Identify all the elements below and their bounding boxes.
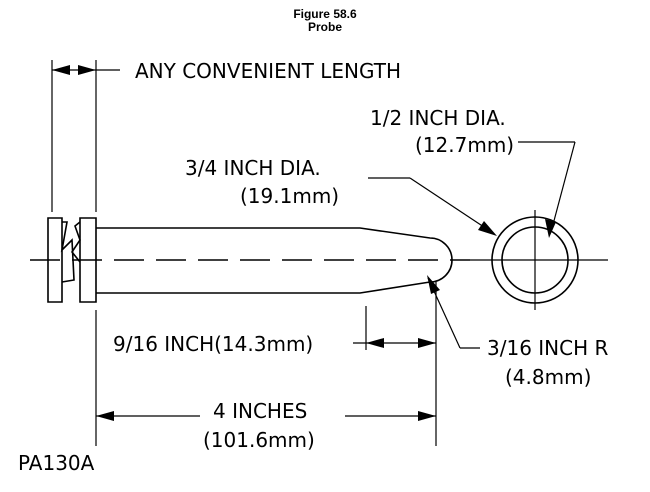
- overall-length-metric: (101.6mm): [203, 428, 315, 452]
- taper-length-dimension: [353, 282, 437, 446]
- tip-radius-label: 3/16 INCH R: [487, 336, 608, 360]
- shaft-dia-leader: [368, 177, 497, 236]
- tip-radius-metric: (4.8mm): [505, 365, 591, 389]
- figure-name: Probe: [307, 20, 342, 34]
- probe-body: [96, 227, 453, 294]
- bore-dia-leader: [518, 141, 576, 238]
- overall-length-label: 4 INCHES: [213, 399, 307, 423]
- figure-number: Figure 58.6: [293, 7, 357, 21]
- shaft-dia-metric: (19.1mm): [240, 184, 339, 208]
- end-view: [470, 210, 608, 310]
- handle-length-dimension: [51, 60, 120, 212]
- tip-radius-leader: [427, 275, 480, 349]
- handle-length-label: ANY CONVENIENT LENGTH: [135, 59, 401, 83]
- drawing-id: PA130A: [18, 451, 95, 475]
- bore-dia-metric: (12.7mm): [415, 133, 514, 157]
- handle-break: [47, 217, 97, 303]
- bore-dia-label: 1/2 INCH DIA.: [370, 106, 506, 130]
- taper-length-label: 9/16 INCH(14.3mm): [113, 332, 313, 356]
- overall-length-dimension: [95, 310, 436, 446]
- shaft-dia-label: 3/4 INCH DIA.: [185, 156, 321, 180]
